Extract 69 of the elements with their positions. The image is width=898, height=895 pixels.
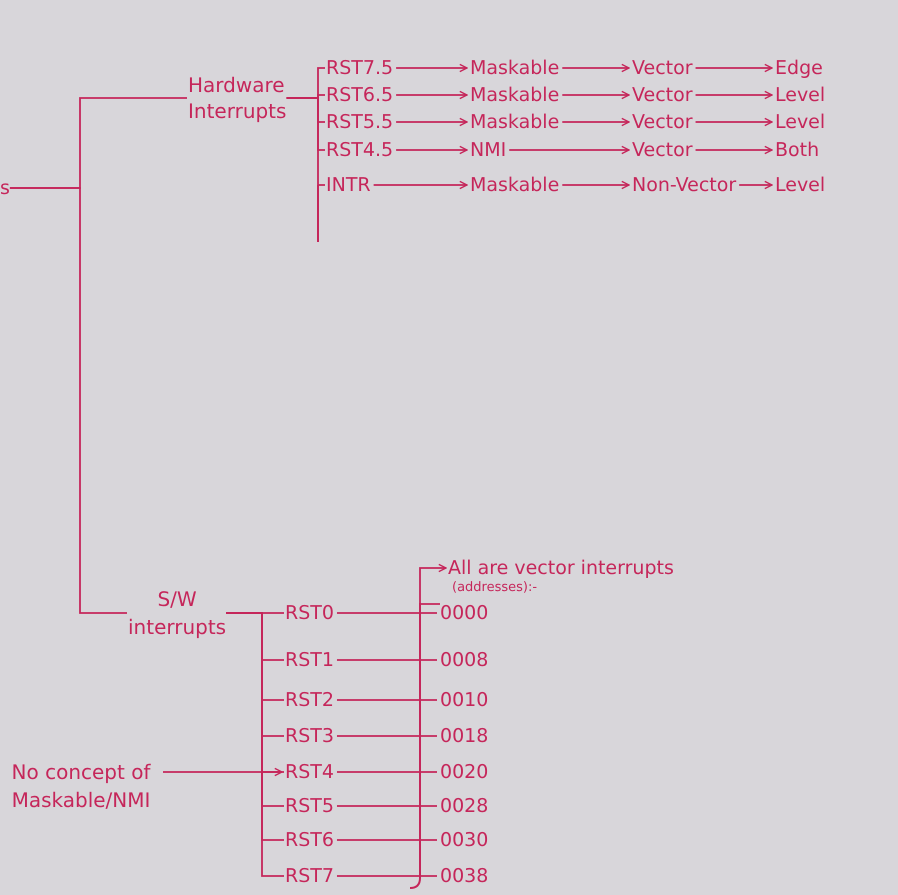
mask-type-label: Maskable xyxy=(470,173,560,197)
interrupt-name: RST4.5 xyxy=(326,138,394,162)
trigger-type-label: Edge xyxy=(775,56,823,80)
connector-line xyxy=(336,771,437,773)
arrow xyxy=(396,64,468,72)
arrow xyxy=(562,118,630,126)
arrow xyxy=(396,90,468,100)
address-value: 0020 xyxy=(440,760,488,784)
mask-type-label: Maskable xyxy=(470,110,560,134)
connector-line xyxy=(336,699,437,701)
mask-type-label: NMI xyxy=(470,138,506,162)
interrupt-name: RST2 xyxy=(285,688,334,712)
connector-line xyxy=(10,187,127,614)
connector-line xyxy=(336,612,437,614)
arrow xyxy=(509,146,630,154)
address-value: 0038 xyxy=(440,864,488,888)
vector-type-label: Vector xyxy=(632,56,693,80)
trigger-type-label: Both xyxy=(775,138,820,162)
vector-type-label: Non-Vector xyxy=(632,173,736,197)
mask-type-label: Maskable xyxy=(470,83,560,107)
connector-line xyxy=(336,659,437,661)
arrow xyxy=(696,146,773,154)
note-text: (addresses):- xyxy=(452,580,538,596)
interrupt-name: RST3 xyxy=(285,724,334,748)
note-text: No concept of Maskable/NMI xyxy=(2,758,160,814)
cut-off-text: s xyxy=(0,176,10,200)
arrow xyxy=(696,90,773,100)
category-label: S/W interrupts xyxy=(128,585,226,641)
arrow xyxy=(562,64,630,72)
trigger-type-label: Level xyxy=(775,173,826,197)
interrupt-name: RST1 xyxy=(285,648,334,672)
arrow xyxy=(419,564,447,605)
vector-type-label: Vector xyxy=(632,110,693,134)
interrupt-name: RST6.5 xyxy=(326,83,394,107)
arrow xyxy=(739,180,773,190)
category-label: Hardware Interrupts xyxy=(188,72,286,124)
vector-type-label: Vector xyxy=(632,83,693,107)
arrow xyxy=(374,180,468,190)
arrow xyxy=(696,118,773,126)
connector-line xyxy=(336,735,437,737)
connector-line xyxy=(336,839,437,841)
mask-type-label: Maskable xyxy=(470,56,560,80)
address-value: 0000 xyxy=(440,601,488,625)
note-text: All are vector interrupts xyxy=(448,556,674,580)
interrupt-name: RST4 xyxy=(285,760,334,784)
interrupt-name: RST5 xyxy=(285,794,334,818)
arrow xyxy=(163,768,283,776)
interrupt-name: RST7 xyxy=(285,864,334,888)
connector-line xyxy=(286,97,325,186)
arrow xyxy=(696,64,773,72)
interrupt-name: RST5.5 xyxy=(326,110,394,134)
address-value: 0028 xyxy=(440,794,488,818)
arrow xyxy=(562,90,630,100)
address-value: 0010 xyxy=(440,688,488,712)
interrupt-name: RST6 xyxy=(285,828,334,852)
interrupt-name: INTR xyxy=(326,173,371,197)
vector-type-label: Vector xyxy=(632,138,693,162)
connector-line xyxy=(336,875,437,877)
interrupt-name: RST7.5 xyxy=(326,56,394,80)
address-value: 0018 xyxy=(440,724,488,748)
arrow xyxy=(562,180,630,190)
trigger-type-label: Level xyxy=(775,110,826,134)
arrow xyxy=(396,118,468,126)
arrow xyxy=(396,146,468,154)
trigger-type-label: Level xyxy=(775,83,826,107)
address-value: 0030 xyxy=(440,828,488,852)
address-value: 0008 xyxy=(440,648,488,672)
connector-line xyxy=(336,805,437,807)
interrupt-name: RST0 xyxy=(285,601,334,625)
